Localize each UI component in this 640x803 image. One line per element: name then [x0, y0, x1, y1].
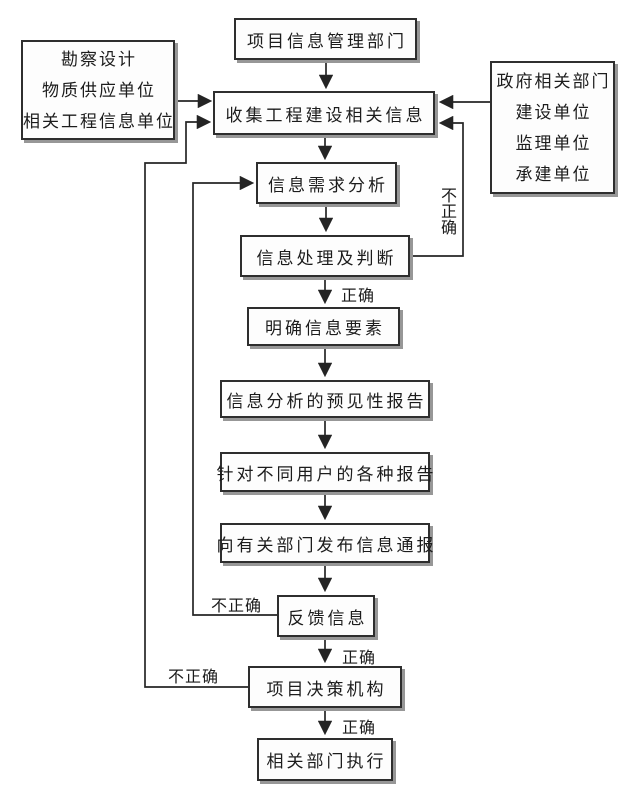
label-decision-incorrect: 不正确: [168, 669, 220, 686]
edge-feedback-incorrect-to-demand: [192, 175, 277, 616]
node-publish-bulletin: 向有关部门发布信息通报: [217, 523, 434, 563]
node-user-reports: 针对不同用户的各种报告: [217, 452, 434, 492]
label-process-incorrect: 不正确: [438, 187, 455, 235]
label-process-correct: 正确: [341, 288, 376, 305]
node-process-judge: 信息处理及判断: [240, 235, 410, 277]
right-source-line: 监理单位: [515, 133, 592, 153]
node-clarify-elements: 明确信息要素: [247, 307, 400, 346]
right-source-line: 承建单位: [515, 164, 592, 184]
right-source-line: 政府相关部门: [496, 71, 611, 91]
left-source-line: 相关工程信息单位: [23, 111, 175, 131]
node-left-sources: 勘察设计 物质供应单位 相关工程信息单位: [21, 40, 175, 140]
node-forecast-report: 信息分析的预见性报告: [220, 380, 430, 418]
edge-decision-incorrect-to-collect: [144, 114, 248, 688]
right-source-line: 建设单位: [515, 102, 592, 122]
edge-process-incorrect-to-collect: [410, 115, 464, 257]
label-decision-correct: 正确: [342, 720, 377, 737]
node-right-sources: 政府相关部门 建设单位 监理单位 承建单位: [490, 61, 615, 194]
left-source-line: 物质供应单位: [42, 80, 156, 100]
left-source-line: 勘察设计: [61, 49, 137, 69]
node-feedback-info: 反馈信息: [277, 595, 375, 637]
node-decision-body: 项目决策机构: [248, 666, 402, 708]
node-dept-execute: 相关部门执行: [257, 738, 393, 781]
label-feedback-incorrect: 不正确: [211, 598, 263, 615]
node-top-dept: 项目信息管理部门: [234, 18, 417, 60]
node-demand-analysis: 信息需求分析: [256, 162, 397, 204]
node-collect-info: 收集工程建设相关信息: [213, 91, 435, 135]
label-feedback-correct: 正确: [342, 650, 377, 667]
